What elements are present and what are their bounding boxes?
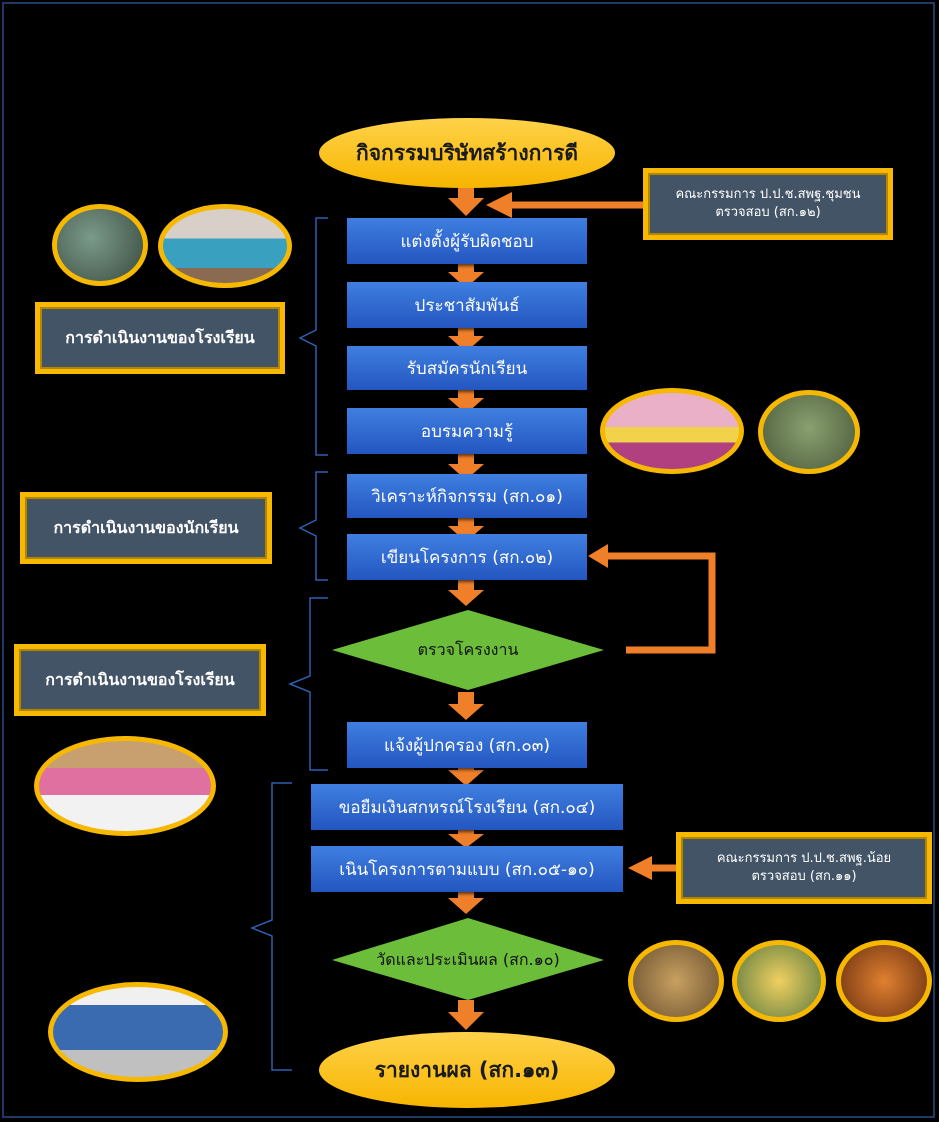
start-title: กิจกรรมบริษัทสร้างการดี (356, 140, 578, 165)
bracket-students (298, 471, 328, 581)
photo-student-work (758, 390, 860, 474)
decision-diamond-check (332, 610, 604, 690)
step-publicize: ประชาสัมพันธ์ (347, 282, 587, 328)
bracket-school-3 (249, 782, 292, 1071)
step-borrow-label: ขอยืมเงินสกหรณ์โรงเรียน (สก.๐๔) (338, 797, 596, 818)
arrow-s8-s9 (448, 830, 484, 848)
photo-product-bottles (732, 940, 826, 1022)
step-analyze: วิเคราะห์กิจกรรม (สก.๐๑) (347, 474, 587, 518)
note-mid-line2: ตรวจสอบ (สก.๑๑) (751, 869, 857, 884)
photo-product-box (628, 940, 724, 1022)
arrow-s9-d2 (448, 892, 484, 914)
side-label-students: การดำเนินงานของนักเรียน (20, 492, 272, 564)
step-write-project-label: เขียนโครงการ (สก.๐๒) (380, 547, 554, 568)
decision-check-label: ตรวจโครงงาน (417, 639, 519, 659)
step-publicize-label: ประชาสัมพันธ์ (414, 295, 520, 316)
arrow-title-s1 (448, 186, 484, 216)
flow-arrows (448, 186, 484, 1030)
step-execute: เนินโครงการตามแบบ (สก.๐๕-๑๐) (311, 846, 623, 892)
note-top-line1: คณะกรรมการ ป.ป.ช.สพฐ.ชุมชน (675, 187, 861, 203)
arrow-s3-s4 (448, 390, 484, 414)
step-analyze-label: วิเคราะห์กิจกรรม (สก.๐๑) (371, 486, 563, 507)
arrow-d2-end (448, 1000, 484, 1030)
step-assign-label: แต่งตั้งผู้รับผิดชอบ (400, 231, 534, 252)
bracket-school-1 (298, 217, 328, 456)
note-top-head (486, 192, 512, 218)
arrow-s5-s6 (448, 518, 484, 542)
photo-product-jars (836, 940, 932, 1022)
step-notify-parents-label: แจ้งผู้ปกครอง (สก.๐๓) (383, 735, 550, 756)
step-training-label: อบรมความรู้ (420, 421, 514, 442)
step-borrow: ขอยืมเงินสกหรณ์โรงเรียน (สก.๐๔) (311, 784, 623, 830)
step-assign: แต่งตั้งผู้รับผิดชอบ (347, 218, 587, 264)
arrow-s1-s2 (448, 264, 484, 288)
feedback-loop-head (588, 544, 608, 568)
arrow-s4-s5 (448, 454, 484, 480)
start-ellipse: กิจกรรมบริษัทสร้างการดี (319, 118, 615, 188)
photo-training-event (600, 388, 744, 474)
step-execute-label: เนินโครงการตามแบบ (สก.๐๕-๑๐) (339, 859, 595, 880)
note-mid-head (628, 856, 652, 880)
end-title: รายงานผล (สก.๑๓) (374, 1057, 560, 1082)
decision-evaluate-label: วัดและประเมินผล (สก.๑๐) (376, 949, 560, 969)
note-community-committee: คณะกรรมการ ป.ป.ช.สพฐ.ชุมชน ตรวจสอบ (สก.๑… (643, 168, 893, 240)
step-training: อบรมความรู้ (347, 408, 587, 454)
arrow-d1-s7 (448, 692, 484, 720)
side-label-school-1: การดำเนินงานของโรงเรียน (35, 302, 285, 374)
step-notify-parents: แจ้งผู้ปกครอง (สก.๐๓) (347, 722, 587, 768)
bracket-school-2 (287, 597, 328, 771)
photo-group-staff (158, 204, 292, 288)
decision-diamond-evaluate (332, 918, 604, 1000)
feedback-loop-line (602, 552, 716, 654)
note-mid-line1: คณะกรรมการ ป.ป.ช.สพฐ.น้อย (716, 851, 892, 867)
photo-student-group (34, 736, 216, 836)
arrow-s7-s8 (448, 768, 484, 786)
note-top-line2: ตรวจสอบ (สก.๑๒) (715, 205, 821, 220)
note-junior-committee: คณะกรรมการ ป.ป.ช.สพฐ.น้อย ตรวจสอบ (สก.๑๑… (676, 832, 932, 904)
step-recruit: รับสมัครนักเรียน (347, 346, 587, 390)
side-label-school-2: การดำเนินงานของโรงเรียน (14, 644, 266, 716)
end-ellipse: รายงานผล (สก.๑๓) (319, 1032, 615, 1108)
step-recruit-label: รับสมัครนักเรียน (406, 358, 528, 379)
photo-cooking (48, 982, 228, 1082)
arrow-s6-d1 (448, 580, 484, 606)
photo-meeting (52, 204, 148, 286)
arrow-s2-s3 (448, 328, 484, 352)
step-write-project: เขียนโครงการ (สก.๐๒) (347, 534, 587, 580)
